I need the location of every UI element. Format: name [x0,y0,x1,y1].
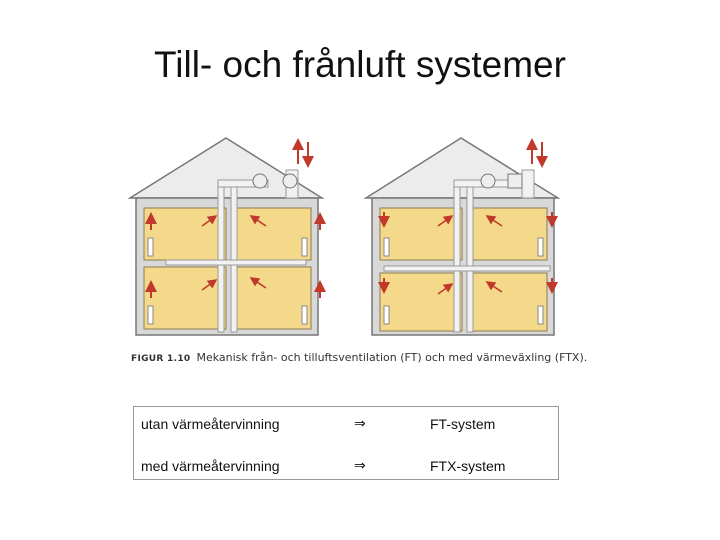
radiator [537,237,544,257]
radiator [147,237,154,257]
implies-arrow-icon: ⇒ [354,416,366,432]
house-ftx [363,137,561,336]
figure-caption: FIGUR 1.10 Mekanisk från- och tilluftsven… [131,351,587,364]
row-label: med värmeåtervinning [141,458,280,474]
system-table: utan värmeåtervinning ⇒ FT-system med vä… [133,406,559,480]
implies-arrow-icon: ⇒ [354,458,366,474]
row-result: FT-system [430,416,496,432]
stack-ftx [521,169,535,199]
ventilation-figure [126,118,586,358]
fan-ftx [480,173,496,189]
radiator [383,305,390,325]
room-ft-2 [230,207,312,261]
fan-ft-1 [252,173,268,189]
duct-ftx-b [466,185,474,333]
room-ft-4 [230,266,312,330]
heat-exchanger [507,173,523,189]
duct-ftx-floor [383,265,551,272]
radiator [301,237,308,257]
fan-ft-2 [282,173,298,189]
room-ftx-3 [379,272,463,332]
figure-caption-text: Mekanisk från- och tilluftsventilation (… [196,351,588,364]
duct-ft-b [230,185,238,333]
houses-illustration [127,137,561,336]
arrow-diag [201,279,218,291]
table-row: utan värmeåtervinning ⇒ FT-system [134,416,558,436]
duct-ft-top [217,179,269,188]
arrow-diag [437,215,454,227]
room-ftx-2 [466,207,548,261]
arrow-diag [249,277,267,289]
arrow-diag [249,215,267,227]
arrow-diag [437,283,454,295]
duct-ft-a [217,185,225,333]
arrow-diag [201,215,218,227]
radiator [383,237,390,257]
room-ftx-4 [466,272,548,332]
duct-ftx-a [453,185,461,333]
room-ftx-1 [379,207,463,261]
arrow-diag [485,215,503,227]
radiator [301,305,308,325]
radiator [537,305,544,325]
figure-number: FIGUR 1.10 [131,354,191,364]
table-row: med värmeåtervinning ⇒ FTX-system [134,458,558,478]
slide-title: Till- och frånluft systemer [154,44,566,85]
room-ft-1 [143,207,227,261]
duct-ft-floor [165,259,307,266]
radiator [147,305,154,325]
row-result: FTX-system [430,458,506,474]
arrow-diag [485,281,503,293]
room-ft-3 [143,266,227,330]
house-ft [127,137,326,336]
row-label: utan värmeåtervinning [141,416,280,432]
